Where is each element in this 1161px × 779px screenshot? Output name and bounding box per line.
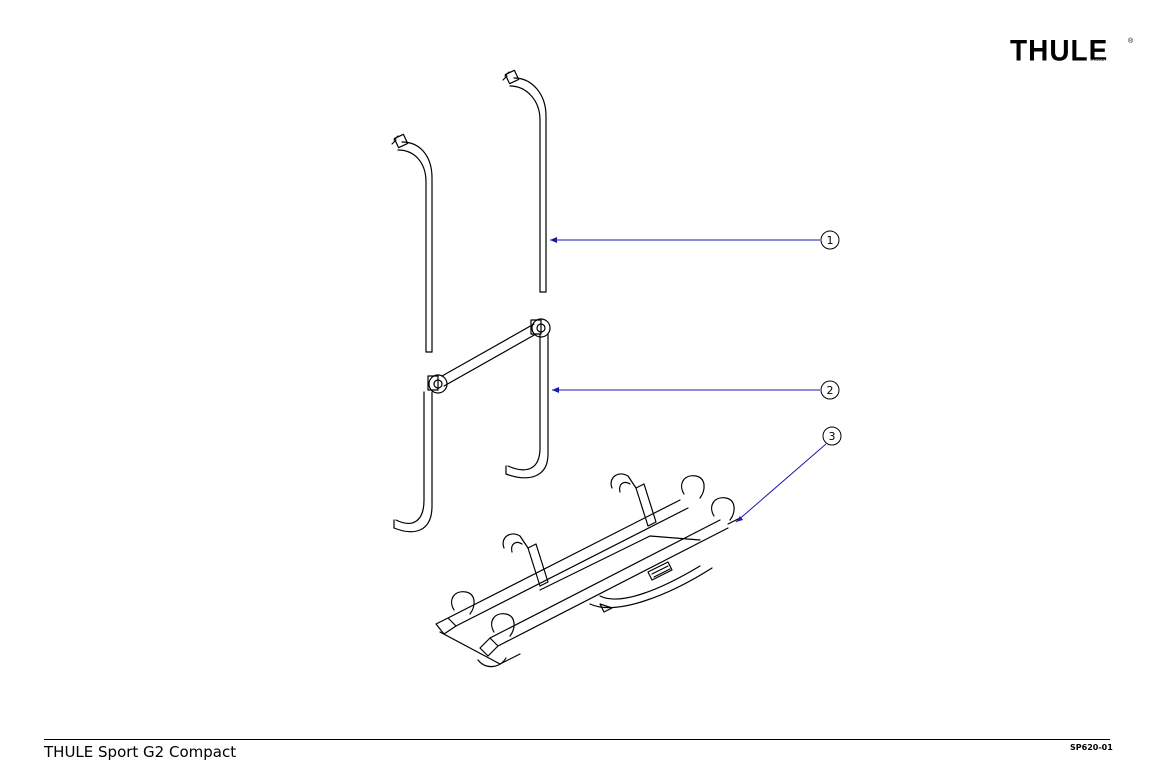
callout-label-3: 3 [829,430,836,443]
logo-registered-mark: ® [1128,38,1134,45]
footer-divider [44,739,1110,740]
thule-logo: THULE SWEDEN ® [1010,34,1135,76]
logo-sub-text: SWEDEN [1089,58,1107,63]
callout-circle-3 [822,426,842,446]
callout-circle-1 [820,230,840,250]
leader-arrow-2 [552,387,559,393]
part-1-left-tube [391,133,433,353]
logo-wordmark: THULE [1010,34,1109,67]
callout-circle-2 [820,380,840,400]
drawing-code: SP620-01 [1070,743,1113,752]
leader-arrow-3 [736,516,743,522]
product-title: THULE Sport G2 Compact [44,743,237,761]
leader-arrow-1 [550,237,557,243]
leader-line-3 [735,443,827,523]
part-1-right-tube [502,69,547,293]
part-3-carrier [435,473,741,668]
callout-label-2: 2 [827,384,834,397]
callout-label-1: 1 [827,234,834,247]
part-2-frame [393,318,551,533]
